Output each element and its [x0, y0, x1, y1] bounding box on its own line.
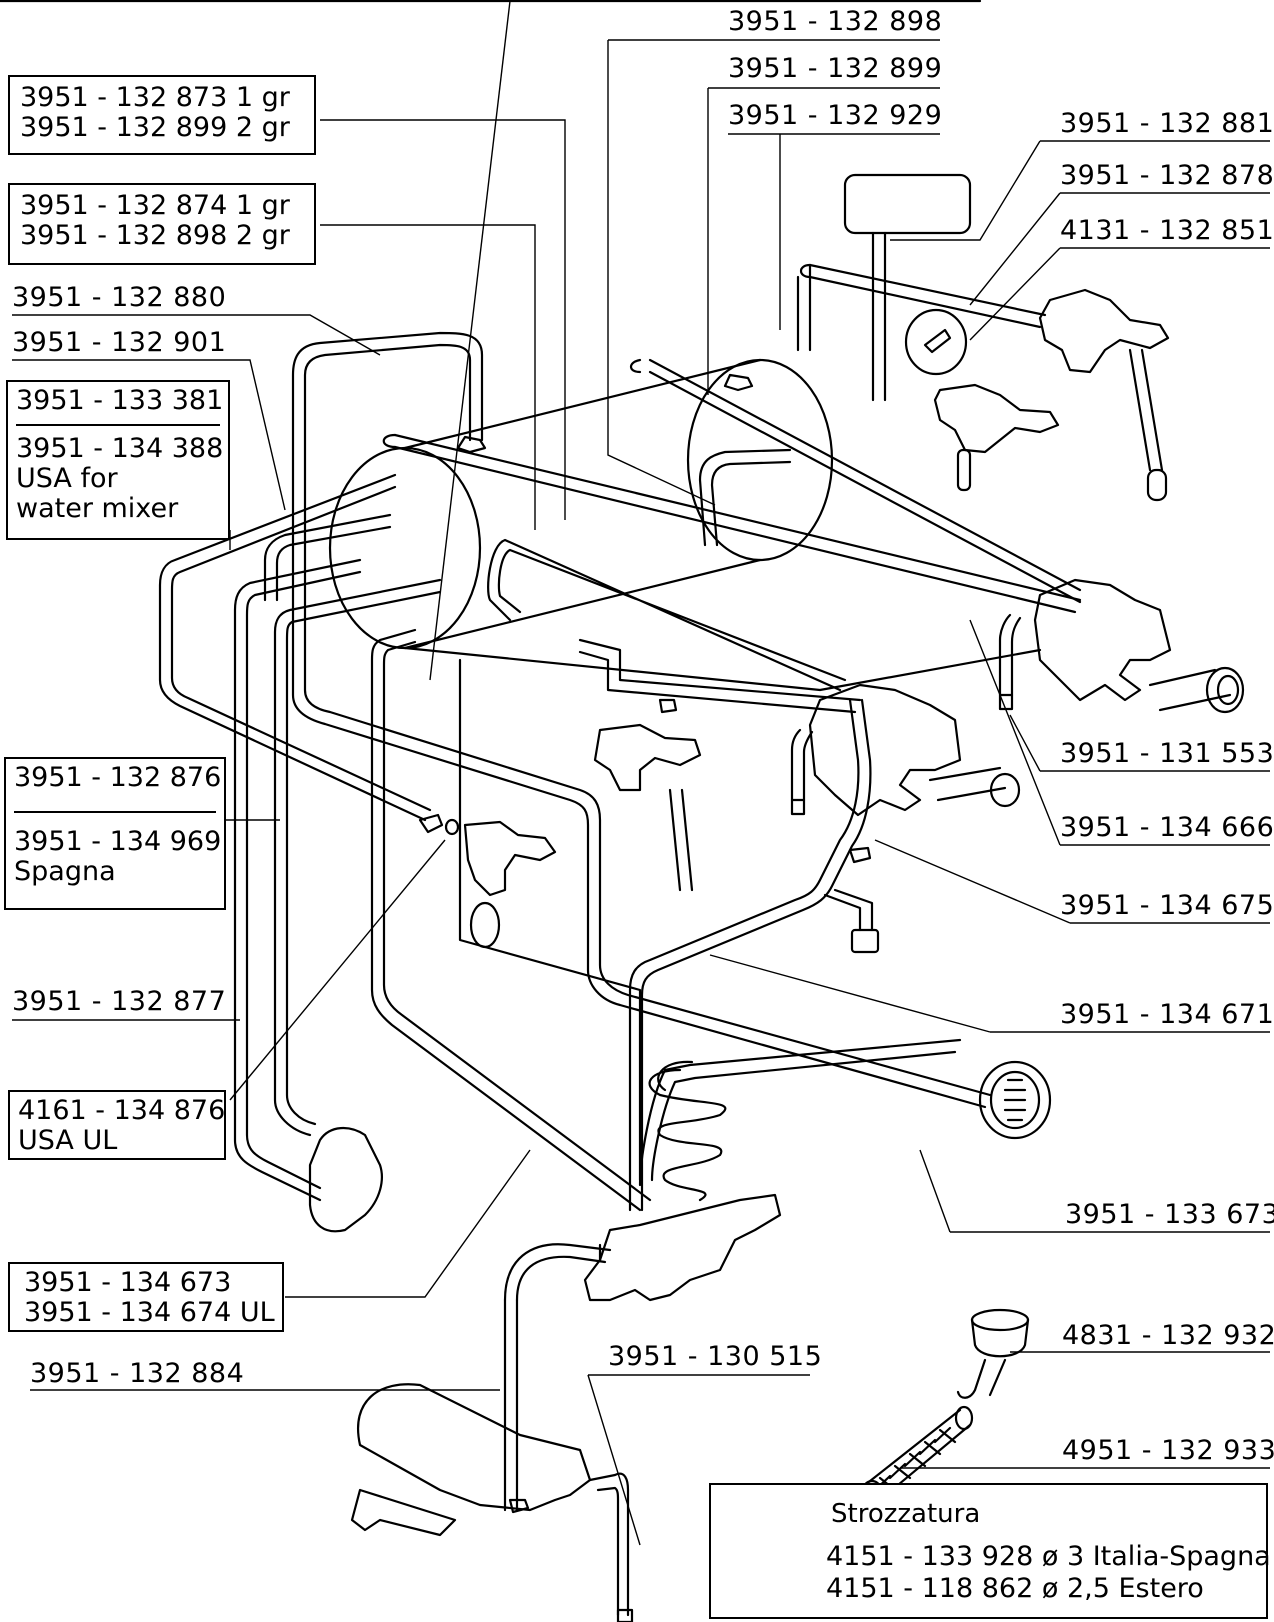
- part-label: 3951 - 133 673: [1065, 1199, 1274, 1230]
- part-label: 3951 - 132 899: [728, 53, 943, 84]
- part-label: 4131 - 132 851: [1060, 215, 1274, 246]
- label-box-line: Spagna: [14, 856, 116, 887]
- elbow-fitting: [904, 308, 968, 376]
- steam-valve-top: [1038, 288, 1170, 374]
- part-label: 3951 - 134 675: [1060, 890, 1274, 921]
- steam-valve-middle: [933, 383, 1060, 492]
- motor: [350, 1243, 634, 1622]
- pressure-switch: [308, 1127, 383, 1233]
- part-label: 4831 - 132 932: [1062, 1320, 1274, 1351]
- label-box-line: USA for: [16, 463, 118, 494]
- restrictor-legend: Strozzatura 4151 - 133 928 ø 3 Italia-Sp…: [709, 1483, 1271, 1619]
- part-label: 3951 - 134 671: [1060, 999, 1274, 1030]
- part-label: 3951 - 132 901: [12, 327, 227, 358]
- part-label: 3951 - 132 884: [30, 1358, 245, 1389]
- part-label: 3951 - 132 929: [728, 100, 943, 131]
- label-box-line: 3951 - 132 899 2 gr: [20, 112, 290, 143]
- label-box-line: 3951 - 132 874 1 gr: [20, 190, 290, 221]
- pipes: [158, 263, 1168, 1212]
- label-box-separator: [14, 811, 216, 813]
- label-box-usa-ul: 4161 - 134 876 USA UL: [8, 1090, 226, 1160]
- valve-fitting: [850, 928, 880, 954]
- label-box-line: 4161 - 134 876: [18, 1095, 226, 1126]
- part-label: 3951 - 131 553: [1060, 738, 1274, 769]
- fittings: [418, 373, 872, 1514]
- group-head-middle: [808, 683, 1021, 817]
- mixer-valve-left: [463, 820, 557, 949]
- label-box-water-mixer: 3951 - 133 381 3951 - 134 388 USA for wa…: [6, 380, 230, 540]
- part-label: 3951 - 132 898: [728, 6, 943, 37]
- group-head-right: [1033, 578, 1245, 714]
- label-box-line: 3951 - 134 673: [24, 1267, 232, 1298]
- label-box-line: 3951 - 132 873 1 gr: [20, 82, 290, 113]
- label-box-line: 3951 - 132 898 2 gr: [20, 220, 290, 251]
- legend-row: 4151 - 118 862 ø 2,5 Estero: [826, 1573, 1204, 1604]
- label-box-pump-pipes: 3951 - 134 673 3951 - 134 674 UL: [8, 1262, 284, 1332]
- label-box-separator: [16, 424, 220, 426]
- label-box-line: 3951 - 134 388: [16, 433, 224, 464]
- legend-row: 4151 - 133 928 ø 3 Italia-Spagna: [826, 1541, 1271, 1572]
- part-label: 3951 - 132 877: [12, 986, 227, 1017]
- part-label: 3951 - 132 881: [1060, 108, 1274, 139]
- label-box-spagna: 3951 - 132 876 3951 - 134 969 Spagna: [4, 757, 226, 910]
- label-box-line: 3951 - 134 969: [14, 826, 222, 857]
- reservoir-tank: [843, 173, 972, 235]
- part-label: 3951 - 130 515: [608, 1341, 823, 1372]
- label-box-line: 3951 - 133 381: [16, 385, 224, 416]
- label-box-line: USA UL: [18, 1125, 118, 1156]
- water-tap: [593, 723, 702, 792]
- heat-coil: [648, 1060, 727, 1202]
- legend-title: Strozzatura: [831, 1499, 981, 1529]
- label-box-line: 3951 - 134 674 UL: [24, 1297, 275, 1328]
- label-box-group-pipes-2: 3951 - 132 874 1 gr 3951 - 132 898 2 gr: [8, 183, 316, 265]
- part-label: 3951 - 132 878: [1060, 160, 1274, 191]
- label-box-line: 3951 - 132 876: [14, 762, 222, 793]
- drain-hose: [860, 1405, 974, 1507]
- part-label: 3951 - 134 666: [1060, 812, 1274, 843]
- label-box-line: water mixer: [16, 493, 179, 524]
- part-label: 3951 - 132 880: [12, 282, 227, 313]
- boiler: [328, 358, 1042, 1182]
- heating-element: [978, 1060, 1052, 1140]
- pump: [583, 1193, 782, 1302]
- label-box-group-pipes-1: 3951 - 132 873 1 gr 3951 - 132 899 2 gr: [8, 75, 316, 155]
- leader-lines: [12, 0, 1270, 1546]
- part-label: 4951 - 132 933: [1062, 1435, 1274, 1466]
- drip-funnel: [956, 1308, 1030, 1399]
